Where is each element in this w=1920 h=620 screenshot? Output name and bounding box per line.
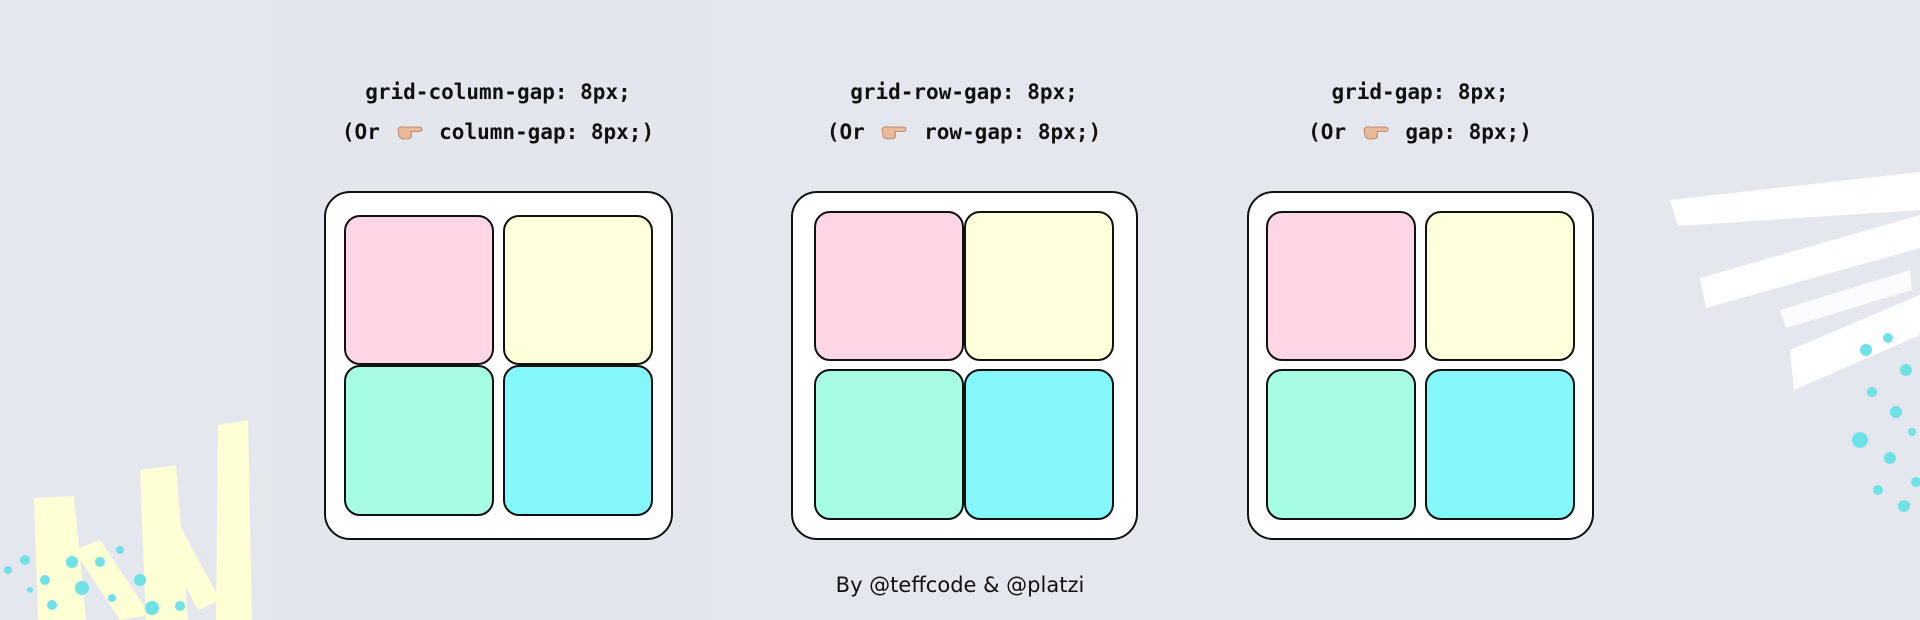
column-gap-alt-caption: (Or column-gap: 8px;) (288, 120, 708, 144)
grid-cell-mint (344, 365, 494, 516)
grid-cell-yellow (964, 211, 1114, 361)
row-gap-property: grid-row-gap: 8px; (850, 80, 1078, 104)
column-gap-property: grid-column-gap: 8px; (365, 80, 631, 104)
grid-cell-pink (1266, 211, 1416, 361)
row-gap-alt-caption: (Or row-gap: 8px;) (754, 120, 1174, 144)
alt-property: gap: 8px;) (1405, 120, 1532, 144)
grid-cell-pink (344, 215, 494, 365)
grid-cell-cyan (1425, 369, 1575, 520)
author-credit: By @teffcode & @platzi (835, 573, 1085, 597)
alt-property: column-gap: 8px;) (439, 120, 655, 144)
pointing-hand-icon (1363, 126, 1389, 140)
alt-prefix: (Or (341, 120, 380, 144)
grid-cell-pink (814, 211, 964, 361)
alt-property: row-gap: 8px;) (924, 120, 1102, 144)
alt-prefix: (Or (1308, 120, 1347, 144)
grid-cell-mint (814, 369, 964, 520)
grid-cell-cyan (503, 365, 653, 516)
pointing-hand-icon (397, 126, 422, 140)
gap-property: grid-gap: 8px; (1331, 80, 1509, 104)
alt-prefix: (Or (826, 120, 865, 144)
gap-alt-caption: (Or gap: 8px;) (1210, 120, 1630, 144)
white-brush-decoration (1670, 172, 1920, 512)
grid-cell-mint (1266, 369, 1416, 520)
grid-cell-yellow (503, 215, 653, 365)
grid-cell-cyan (964, 369, 1114, 520)
grid-cell-yellow (1425, 211, 1575, 361)
pointing-hand-icon (882, 126, 907, 140)
